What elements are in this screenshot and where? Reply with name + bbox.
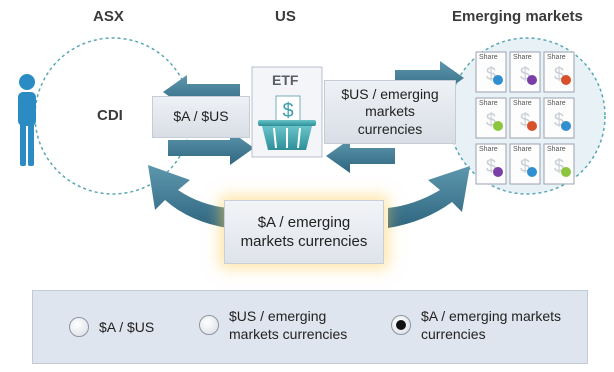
share-certificate-icon: $	[475, 51, 507, 93]
arrow-em-to-etf	[326, 139, 395, 173]
radio-usd-em[interactable]	[199, 315, 219, 336]
share-certificate-icon: $	[475, 143, 507, 185]
share-label: Share	[513, 54, 532, 61]
ribbon-seal-icon	[493, 75, 503, 85]
dollar-note-icon	[275, 95, 301, 125]
us-title: US	[275, 8, 296, 25]
ribbon-seal-icon	[493, 167, 503, 177]
share-label: Share	[479, 54, 498, 61]
share-certificate-icon: $	[509, 143, 541, 185]
svg-text:$: $	[486, 156, 496, 176]
svg-text:$: $	[486, 64, 496, 84]
usd-em-flow-label: $US / emerging markets currencies	[324, 80, 456, 144]
ribbon-seal-icon	[561, 121, 571, 131]
share-certificate-icon: $	[475, 97, 507, 139]
share-certificate-icon: $	[543, 51, 575, 93]
share-label: Share	[513, 100, 532, 107]
share-label: Share	[547, 54, 566, 61]
etf-label: ETF	[272, 72, 299, 88]
option-usd-em[interactable]: $US / emerging markets currencies	[199, 307, 379, 343]
emerging-markets-title: Emerging markets	[452, 8, 583, 25]
aud-usd-flow-label: $A / $US	[152, 96, 250, 138]
aud-em-flow-label: $A / emerging markets currencies	[224, 200, 384, 264]
radio-aud-usd[interactable]	[69, 317, 89, 337]
share-label: Share	[479, 100, 498, 107]
option-label: $A / $US	[99, 318, 155, 335]
svg-text:$: $	[520, 64, 530, 84]
share-certificate-icon: $	[509, 51, 541, 93]
share-certificate-icon: $	[543, 143, 575, 185]
share-certificate-icon: $	[543, 97, 575, 139]
svg-text:$: $	[282, 100, 293, 122]
option-aud-usd[interactable]: $A / $US	[69, 317, 154, 337]
share-label: Share	[479, 146, 498, 153]
basket-icon	[258, 120, 316, 150]
curved-arrow-right	[388, 166, 470, 228]
investor-person-icon	[18, 74, 36, 166]
share-label: Share	[547, 146, 566, 153]
option-aud-em[interactable]: $A / emerging markets currencies	[391, 307, 571, 343]
svg-text:$: $	[520, 156, 530, 176]
ribbon-seal-icon	[527, 75, 537, 85]
radio-aud-em[interactable]	[391, 315, 411, 336]
svg-text:$: $	[486, 110, 496, 130]
cdi-label: CDI	[97, 107, 123, 124]
ribbon-seal-icon	[527, 167, 537, 177]
ribbon-seal-icon	[493, 121, 503, 131]
arrow-cdi-to-etf	[168, 131, 254, 165]
ribbon-seal-icon	[527, 121, 537, 131]
share-label: Share	[547, 100, 566, 107]
option-label: $US / emerging markets currencies	[229, 308, 348, 343]
ribbon-seal-icon	[561, 167, 571, 177]
svg-text:$: $	[554, 156, 564, 176]
svg-text:$: $	[554, 110, 564, 130]
ribbon-seal-icon	[561, 75, 571, 85]
option-label: $A / emerging markets currencies	[421, 308, 562, 343]
asx-title: ASX	[93, 8, 124, 25]
share-certificates-grid: $ $ $ $ $ $ $	[475, 51, 575, 185]
curved-arrow-left	[148, 165, 228, 228]
answer-options-panel: $A / $US $US / emerging markets currenci…	[32, 290, 588, 364]
svg-text:$: $	[520, 110, 530, 130]
share-certificate-icon: $	[509, 97, 541, 139]
flow-diagram: $ $ $ $ $ $	[18, 37, 606, 228]
svg-text:$: $	[554, 64, 564, 84]
share-label: Share	[513, 146, 532, 153]
